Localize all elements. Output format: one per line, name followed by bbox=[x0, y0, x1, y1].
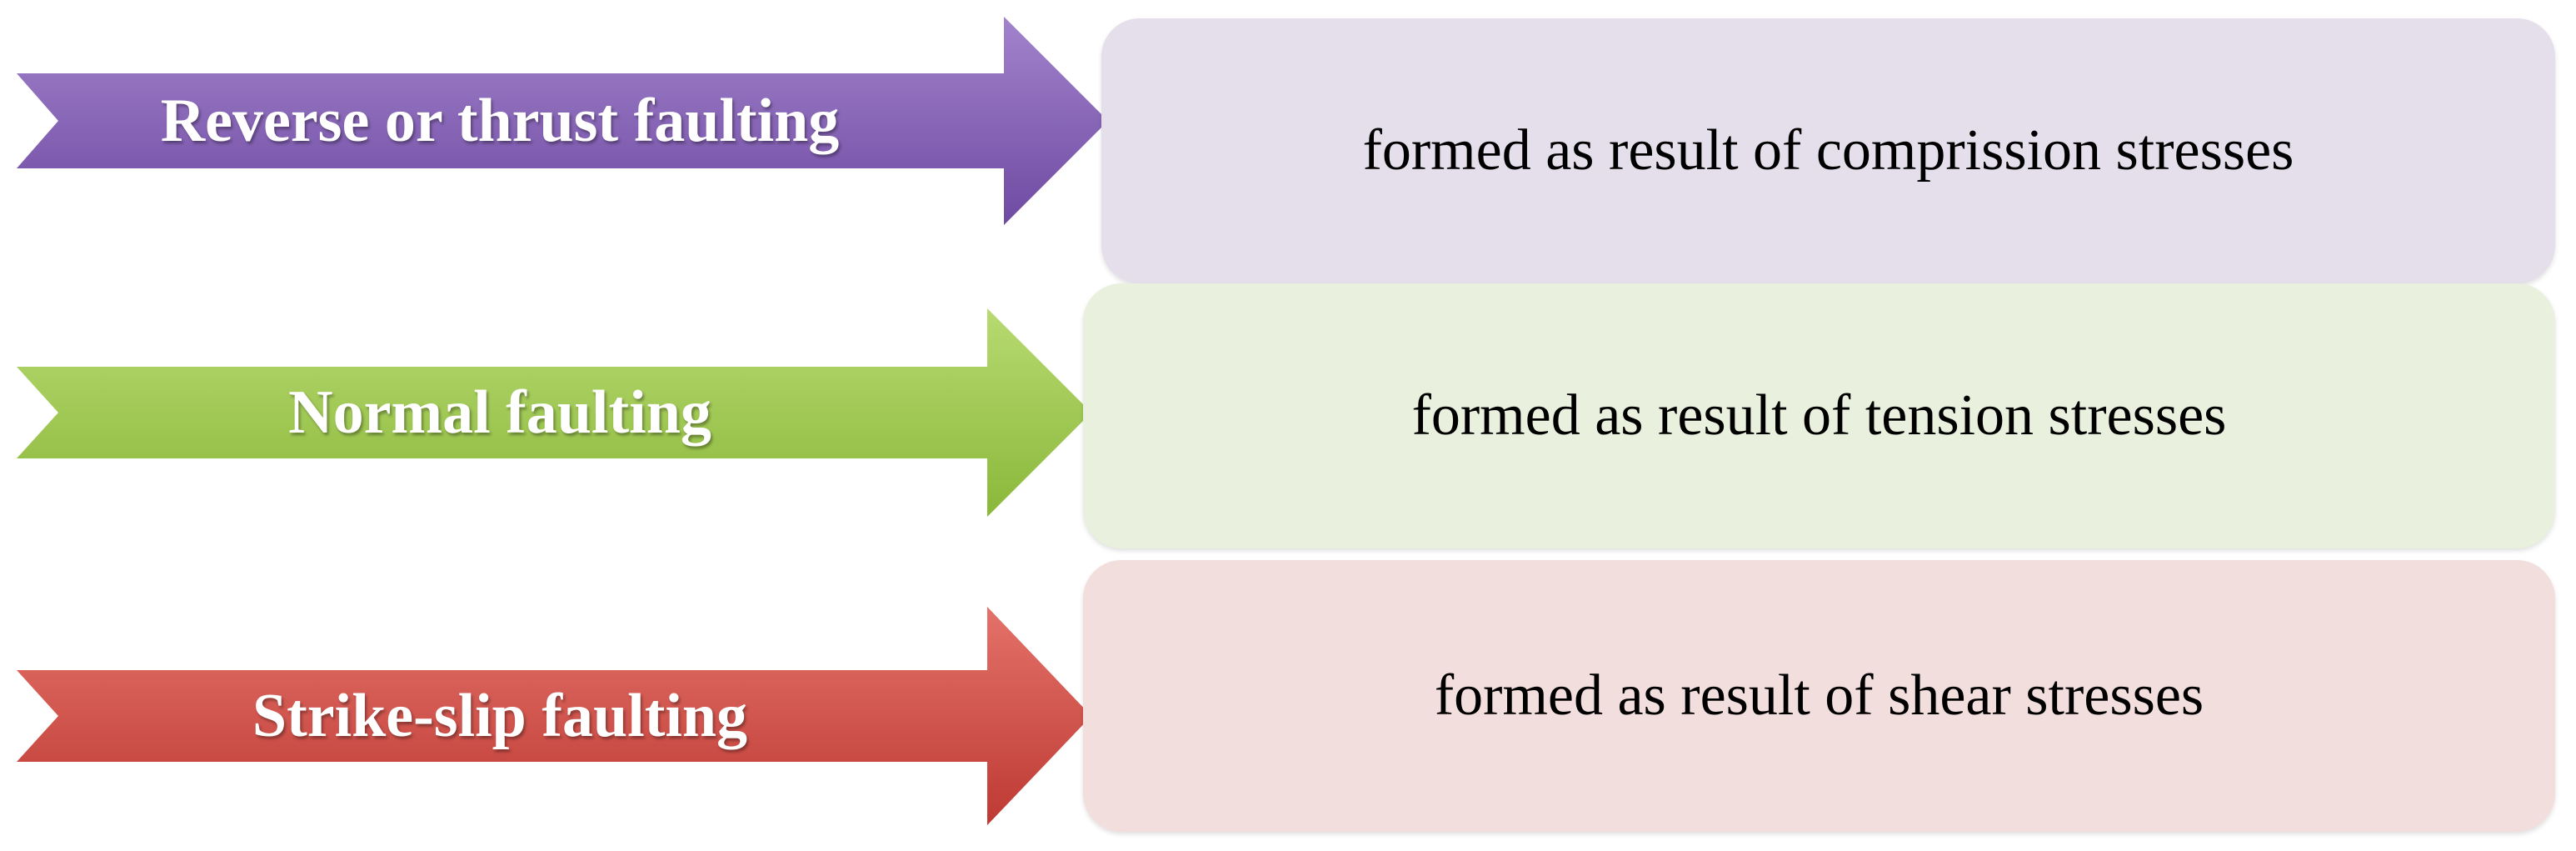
arrow-label-normal: Normal faulting bbox=[288, 378, 711, 447]
arrow-label-strike-slip: Strike-slip faulting bbox=[252, 681, 748, 750]
arrow-normal-shape bbox=[17, 308, 1091, 517]
arrow-normal: Normal faulting bbox=[17, 308, 1091, 517]
arrow-label-reverse: Reverse or thrust faulting bbox=[160, 86, 840, 155]
description-text-normal: formed as result of tension stresses bbox=[1411, 383, 2227, 448]
description-box-normal: formed as result of tension stresses bbox=[1083, 283, 2555, 548]
description-text-strike-slip: formed as result of shear stresses bbox=[1434, 663, 2204, 728]
description-box-strike-slip: formed as result of shear stresses bbox=[1083, 560, 2555, 832]
arrow-reverse: Reverse or thrust faulting bbox=[17, 17, 1108, 225]
description-text-reverse: formed as result of comprission stresses bbox=[1362, 118, 2294, 183]
arrow-strike-slip: Strike-slip faulting bbox=[17, 607, 1091, 825]
arrow-strike-slip-shape bbox=[17, 607, 1091, 825]
arrow-reverse-shape bbox=[17, 17, 1108, 225]
description-box-reverse: formed as result of comprission stresses bbox=[1101, 18, 2555, 283]
